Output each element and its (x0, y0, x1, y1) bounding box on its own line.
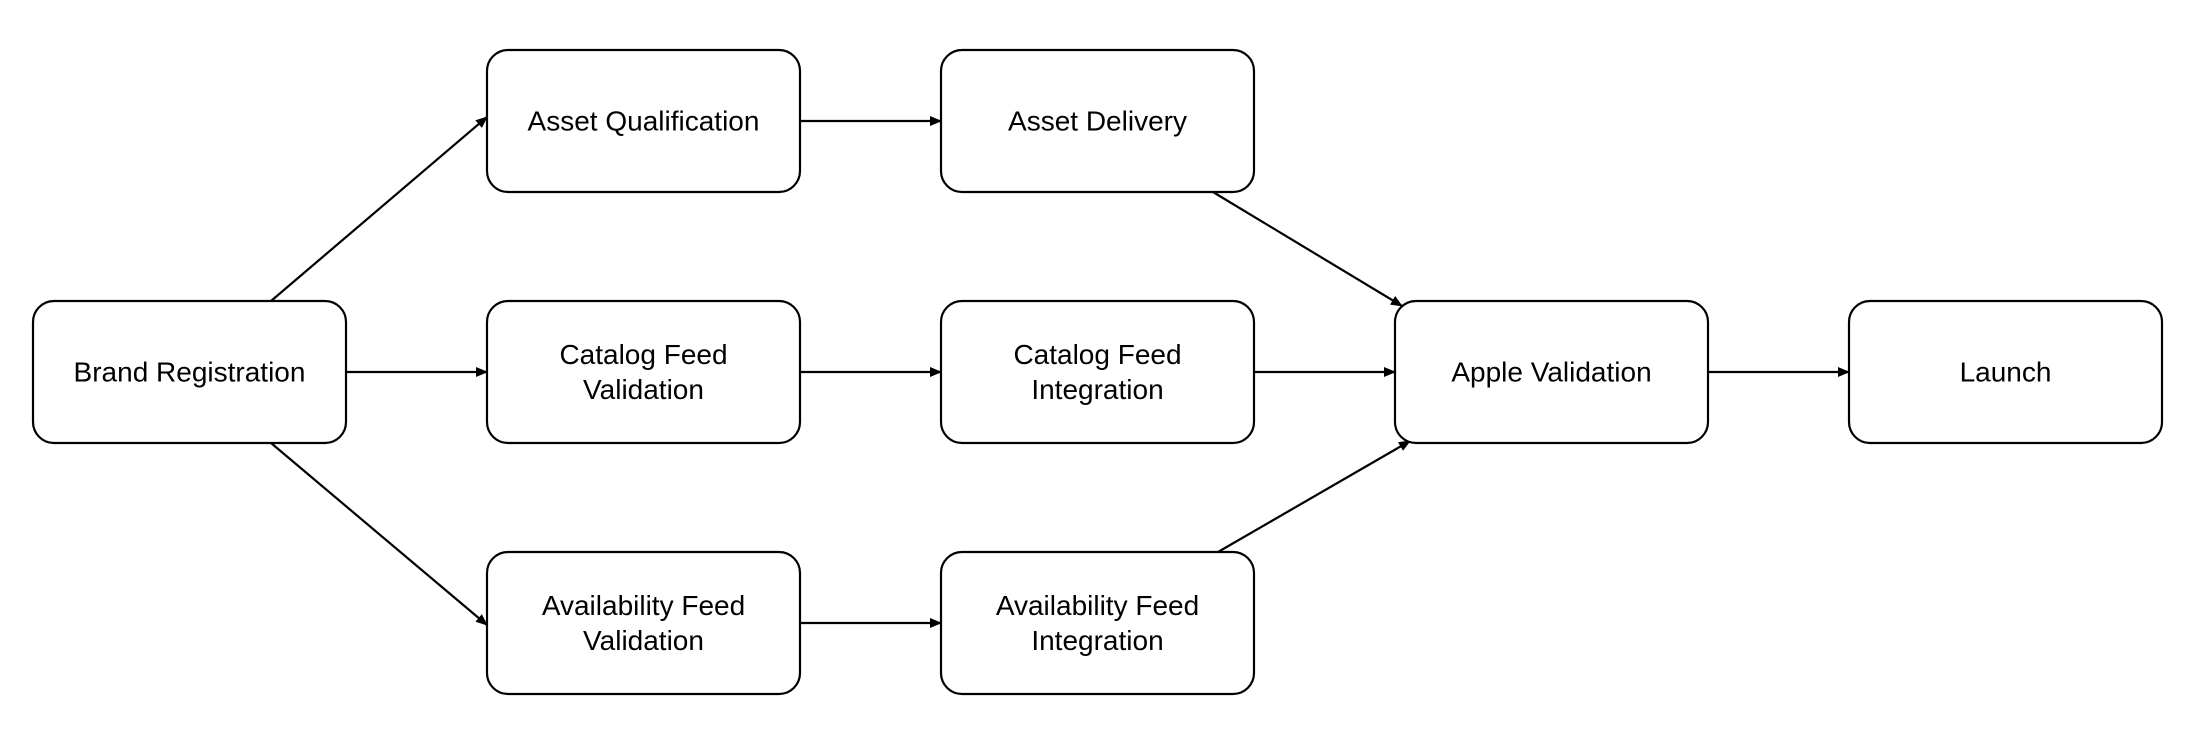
node-label: Asset Delivery (1008, 106, 1187, 137)
node-label: Integration (1031, 374, 1163, 405)
node-launch: Launch (1847, 299, 2164, 445)
node-box (31, 299, 348, 445)
node-label: Asset Qualification (528, 106, 760, 137)
edge-asset-delivery-to-apple-validation (1212, 191, 1403, 307)
edge-brand-registration-to-availability-feed-validation (270, 442, 488, 626)
node-box (485, 299, 802, 445)
edge-brand-registration-to-asset-qualification (270, 116, 488, 302)
node-asset-delivery: Asset Delivery (939, 48, 1256, 194)
node-label: Launch (1960, 357, 2052, 388)
node-brand-registration: Brand Registration (31, 299, 348, 445)
node-label: Availability Feed (542, 590, 745, 621)
node-apple-validation: Apple Validation (1393, 299, 1710, 445)
edge-availability-feed-integration-to-apple-validation (1217, 440, 1411, 553)
node-asset-qualification: Asset Qualification (485, 48, 802, 194)
node-label: Availability Feed (996, 590, 1199, 621)
node-box (485, 48, 802, 194)
node-box (485, 550, 802, 696)
node-label: Catalog Feed (1013, 339, 1181, 370)
node-label: Catalog Feed (559, 339, 727, 370)
node-label: Integration (1031, 625, 1163, 656)
node-box (1847, 299, 2164, 445)
node-box (939, 299, 1256, 445)
node-label: Apple Validation (1451, 357, 1651, 388)
edges (270, 116, 1850, 628)
node-label: Validation (583, 625, 704, 656)
node-label: Validation (583, 374, 704, 405)
node-label: Brand Registration (74, 357, 306, 388)
nodes: Brand Registration Asset Qualification Ass… (31, 48, 2164, 696)
node-box (939, 550, 1256, 696)
node-box (939, 48, 1256, 194)
node-box (1393, 299, 1710, 445)
